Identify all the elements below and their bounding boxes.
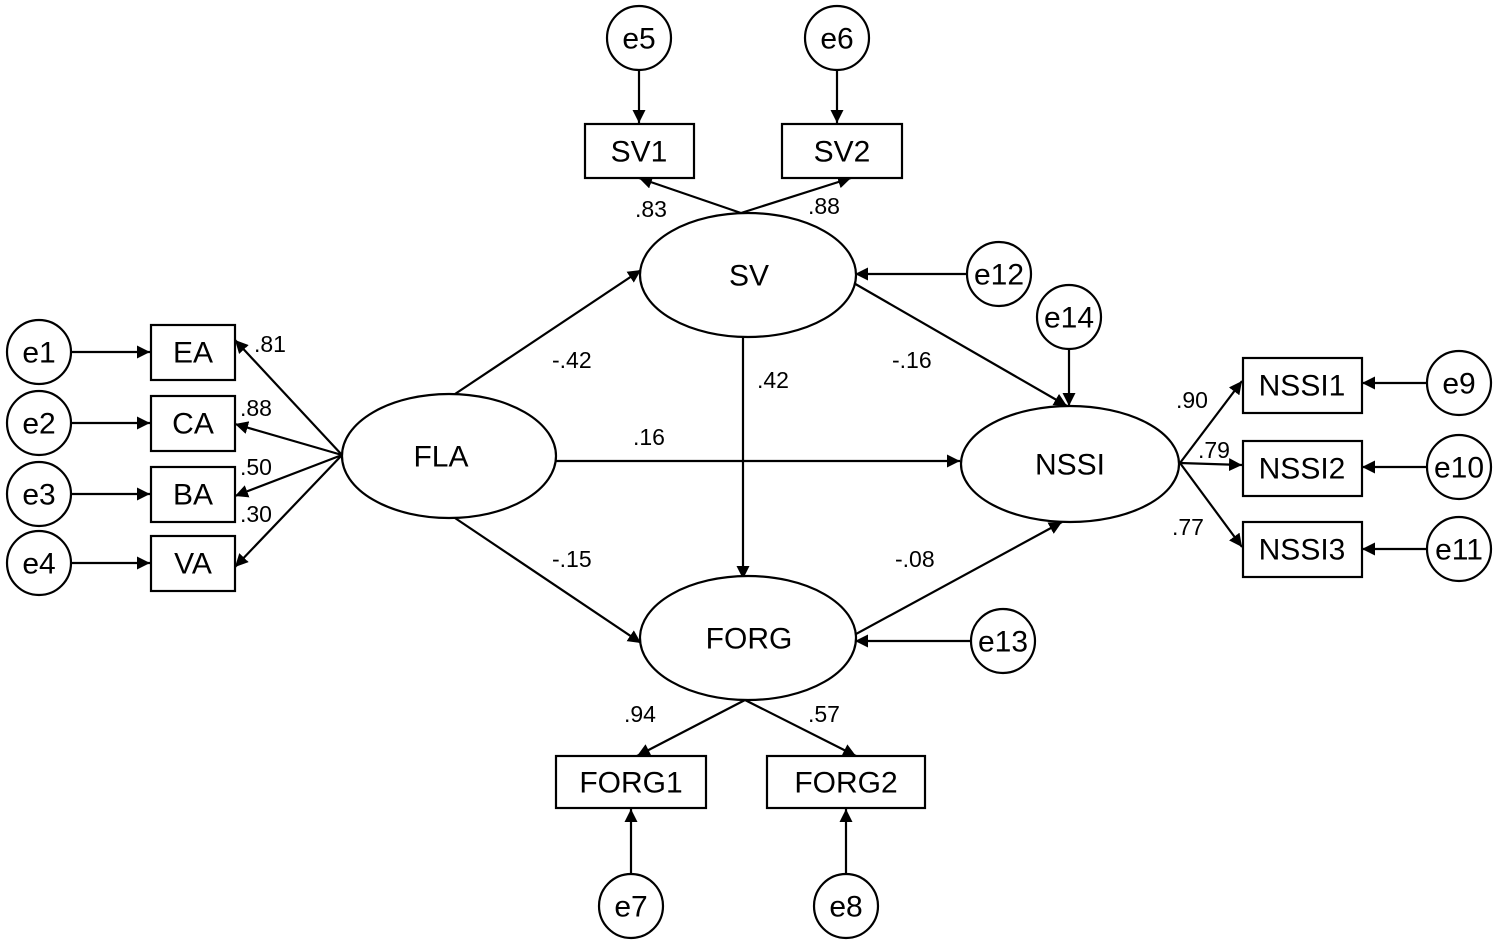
edge-nssi-nssi1: [1179, 380, 1243, 464]
latent-sv: SV: [638, 211, 858, 339]
error-e12: e12: [965, 240, 1033, 308]
indicator-nssi1: NSSI1: [1241, 356, 1364, 415]
error-e4-label: e4: [22, 548, 55, 581]
indicator-sv1-label: SV1: [611, 136, 668, 169]
indicator-ba: BA: [149, 465, 237, 524]
indicator-forg2: FORG2: [765, 754, 927, 810]
error-e1-label: e1: [22, 337, 55, 370]
latent-nssi-label: NSSI: [1035, 449, 1105, 482]
error-e10: e10: [1425, 433, 1493, 501]
error-e6-label: e6: [820, 23, 853, 56]
coef-sv-sv2: .88: [808, 193, 840, 219]
indicator-va: VA: [149, 534, 237, 593]
coef-sv-forg: .42: [757, 367, 789, 393]
edge-nssi-nssi3: [1179, 462, 1243, 548]
indicator-ca-label: CA: [172, 408, 214, 441]
error-e12-label: e12: [974, 259, 1024, 292]
error-e14: e14: [1035, 283, 1103, 351]
error-e7: e7: [597, 872, 665, 940]
coef-forg-forg1: .94: [624, 701, 656, 727]
indicator-nssi3-label: NSSI3: [1259, 534, 1346, 567]
error-e2: e2: [5, 389, 73, 457]
coef-fla-va: .30: [240, 501, 272, 527]
coef-sv-nssi: -.16: [892, 347, 932, 373]
edges: [71, 70, 1427, 874]
error-e9: e9: [1425, 349, 1493, 417]
indicator-nssi2-label: NSSI2: [1259, 453, 1346, 486]
indicator-sv2-label: SV2: [814, 136, 871, 169]
coefficient-labels: .81 .88 .50 .30 .83 .88 .94 .57 .90 .79 …: [240, 193, 1230, 727]
indicator-ba-label: BA: [173, 479, 213, 512]
edge-forg-nssi: [844, 521, 1063, 641]
error-e6: e6: [803, 4, 871, 72]
edge-sv-nssi: [844, 277, 1068, 407]
latent-fla-label: FLA: [413, 441, 468, 474]
error-e14-label: e14: [1044, 302, 1094, 335]
indicator-ea-label: EA: [173, 337, 213, 370]
indicator-forg1-label: FORG1: [579, 767, 682, 800]
error-e3: e3: [5, 460, 73, 528]
indicator-ca: CA: [149, 394, 237, 453]
error-e5-label: e5: [622, 23, 655, 56]
indicator-sv1: SV1: [583, 122, 696, 180]
edge-nssi-nssi2: [1179, 458, 1243, 472]
coef-fla-ba: .50: [240, 454, 272, 480]
error-e1: e1: [5, 318, 73, 386]
error-e9-label: e9: [1442, 368, 1475, 401]
edge-fla-ea: [234, 339, 343, 456]
latent-fla: FLA: [340, 392, 558, 520]
indicator-forg1: FORG1: [554, 754, 708, 810]
coef-fla-nssi: .16: [633, 424, 665, 450]
error-e7-label: e7: [614, 891, 647, 924]
error-e13-label: e13: [978, 626, 1028, 659]
coef-nssi-nssi3: .77: [1172, 514, 1204, 540]
error-e11: e11: [1425, 515, 1493, 583]
coef-fla-ea: .81: [254, 331, 286, 357]
edge-fla-ba: [234, 453, 343, 498]
edge-sv-sv2: [740, 175, 852, 215]
edge-sv-sv1: [638, 176, 742, 215]
coef-fla-forg: -.15: [552, 546, 592, 572]
coef-nssi-nssi2: .79: [1198, 437, 1230, 463]
edge-fla-va: [234, 454, 343, 568]
latent-forg-label: FORG: [706, 623, 793, 656]
edge-fla-sv: [451, 269, 642, 397]
latent-sv-label: SV: [729, 260, 769, 293]
edge-forg-forg2: [744, 699, 857, 757]
error-e8: e8: [812, 872, 880, 940]
coef-sv-sv1: .83: [635, 196, 667, 222]
edge-fla-forg: [451, 515, 642, 644]
error-e10-label: e10: [1434, 452, 1484, 485]
latent-nssi: NSSI: [959, 404, 1181, 524]
indicator-nssi2: NSSI2: [1241, 439, 1364, 498]
coef-forg-forg2: .57: [808, 701, 840, 727]
indicator-sv2: SV2: [780, 122, 904, 180]
coef-fla-ca: .88: [240, 395, 272, 421]
indicator-nssi1-label: NSSI1: [1259, 370, 1346, 403]
error-e2-label: e2: [22, 408, 55, 441]
indicator-ea: EA: [149, 323, 237, 382]
error-e8-label: e8: [829, 891, 862, 924]
indicator-forg2-label: FORG2: [794, 767, 897, 800]
error-e5: e5: [605, 4, 673, 72]
coef-nssi-nssi1: .90: [1176, 387, 1208, 413]
latent-forg: FORG: [638, 574, 858, 702]
error-e13: e13: [969, 607, 1037, 675]
error-e4: e4: [5, 529, 73, 597]
coef-forg-nssi: -.08: [895, 546, 935, 572]
indicator-va-label: VA: [174, 548, 212, 581]
edge-forg-forg1: [636, 699, 746, 757]
error-e3-label: e3: [22, 479, 55, 512]
indicator-nssi3: NSSI3: [1241, 520, 1364, 579]
error-e11-label: e11: [1435, 534, 1483, 567]
coef-fla-sv: -.42: [552, 347, 592, 373]
edge-fla-ca: [234, 421, 343, 457]
